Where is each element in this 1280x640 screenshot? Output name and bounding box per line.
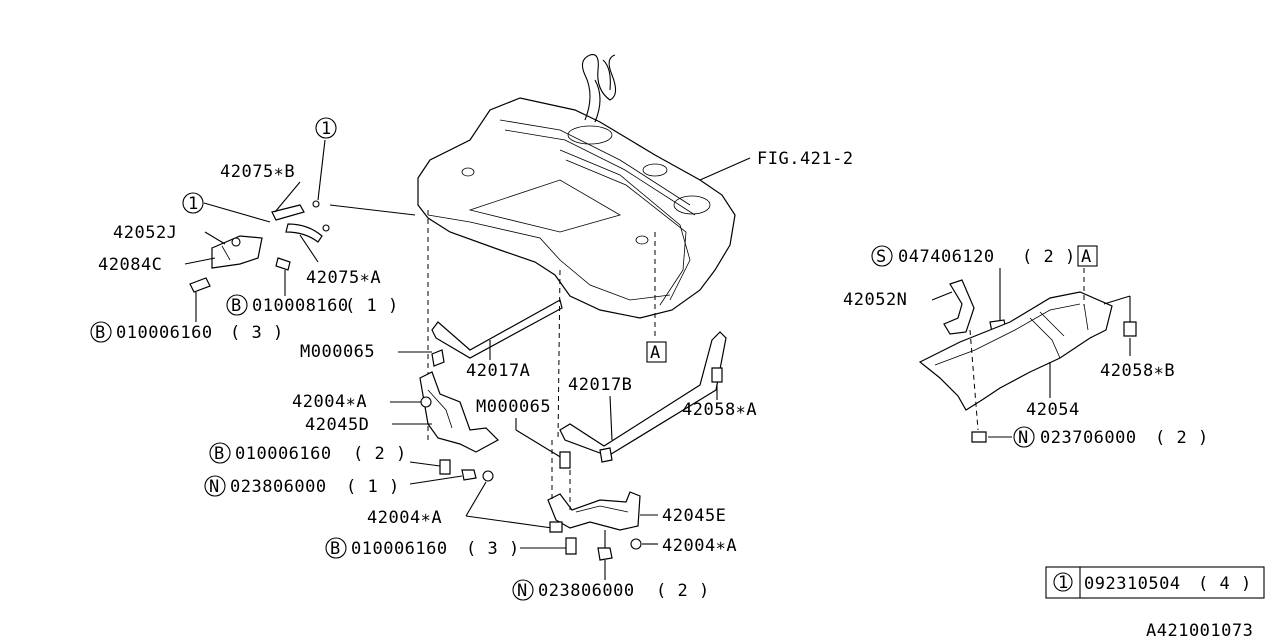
bolt-1-number: 010008160 (252, 296, 349, 316)
nut-3-prefix: N (1018, 428, 1029, 448)
fig-ref-leader (699, 157, 751, 181)
bolt-2-qty: ( 3 ) (230, 323, 284, 343)
part-42075a: 42075∗A (306, 268, 381, 288)
fuel-tank (417, 54, 736, 319)
bracket-42052n (943, 279, 975, 335)
screw-symbol-s (871, 245, 893, 267)
nut-1-qty: ( 1 ) (346, 477, 400, 497)
drawing-id: A421001073 (1146, 621, 1253, 640)
bolt-symbol-b-1 (226, 294, 248, 316)
fig-ref-label: FIG.421-2 (757, 149, 854, 169)
bracket-42045e (547, 491, 641, 531)
bolt-symbol-b-4 (325, 537, 347, 559)
screw-qty: ( 2 ) (1022, 247, 1076, 267)
bolt-3-qty: ( 2 ) (353, 444, 407, 464)
screw-number: 047406120 (898, 247, 995, 267)
bolt-1-prefix: B (231, 296, 242, 316)
part-42045e: 42045E (662, 506, 726, 526)
part-42004a-1: 42004∗A (292, 392, 367, 412)
bolt-2-number: 010006160 (116, 323, 213, 343)
part-42052n: 42052N (843, 290, 907, 310)
bolt-3-number: 010006160 (235, 444, 332, 464)
tank-strap-a (431, 299, 563, 367)
ref-box-a-upper-letter: A (1081, 247, 1092, 267)
part-42017a: 42017A (466, 361, 530, 381)
bolt-symbol-b-2 (90, 321, 112, 343)
bolt-4-qty: ( 3 ) (466, 539, 520, 559)
nut-3-qty: ( 2 ) (1155, 428, 1209, 448)
part-42004a-3: 42004∗A (662, 536, 737, 556)
nut-symbol-n-3 (1013, 426, 1035, 448)
bracket-42045d (419, 371, 499, 453)
nut-1-prefix: N (209, 477, 220, 497)
part-42017b: 42017B (568, 375, 632, 395)
part-42058b: 42058∗B (1100, 361, 1175, 381)
nut-1-number: 023806000 (230, 477, 327, 497)
part-42058a: 42058∗A (682, 400, 757, 420)
circle-one-top-text: 1 (321, 119, 332, 139)
heat-shield-42054 (918, 291, 1113, 411)
nut-2-qty: ( 2 ) (656, 581, 710, 601)
part-42084c: 42084C (98, 255, 162, 275)
screw-prefix: S (876, 247, 887, 267)
nut-symbol-n-1 (204, 475, 226, 497)
legend-circle-one (1053, 572, 1073, 592)
circle-one-left-text: 1 (188, 194, 199, 214)
legend-number: 092310504 (1084, 574, 1181, 594)
legend-qty: ( 4 ) (1198, 574, 1252, 594)
circle-one-marker-top (315, 117, 337, 139)
circle-one-marker-left (182, 192, 204, 214)
ref-box-a-lower-letter: A (650, 343, 661, 363)
bolt-2-prefix: B (95, 323, 106, 343)
bolt-3-prefix: B (214, 444, 225, 464)
hose-clip-group (189, 139, 416, 293)
bolt-4-number: 010006160 (351, 539, 448, 559)
tank-strap-b (559, 331, 727, 463)
part-42054: 42054 (1026, 400, 1080, 420)
bolt-symbol-b-3 (209, 442, 231, 464)
part-42052j: 42052J (113, 223, 177, 243)
part-42075b: 42075∗B (220, 162, 295, 182)
legend-box: 1 092310504 ( 4 ) (1045, 566, 1265, 599)
bolt-4-prefix: B (330, 539, 341, 559)
nut-3-number: 023706000 (1040, 428, 1137, 448)
bolt-1-qty: ( 1 ) (345, 296, 399, 316)
ref-box-a-lower (646, 341, 667, 363)
m000065-label-1: M000065 (300, 342, 375, 362)
part-42004a-2: 42004∗A (367, 508, 442, 528)
part-42045d: 42045D (305, 415, 369, 435)
nut-2-prefix: N (517, 581, 528, 601)
legend-key: 1 (1058, 573, 1069, 593)
ref-box-a-upper (1077, 245, 1098, 267)
m000065-label-2: M000065 (476, 397, 551, 417)
nut-symbol-n-2 (512, 579, 534, 601)
nut-2-number: 023806000 (538, 581, 635, 601)
